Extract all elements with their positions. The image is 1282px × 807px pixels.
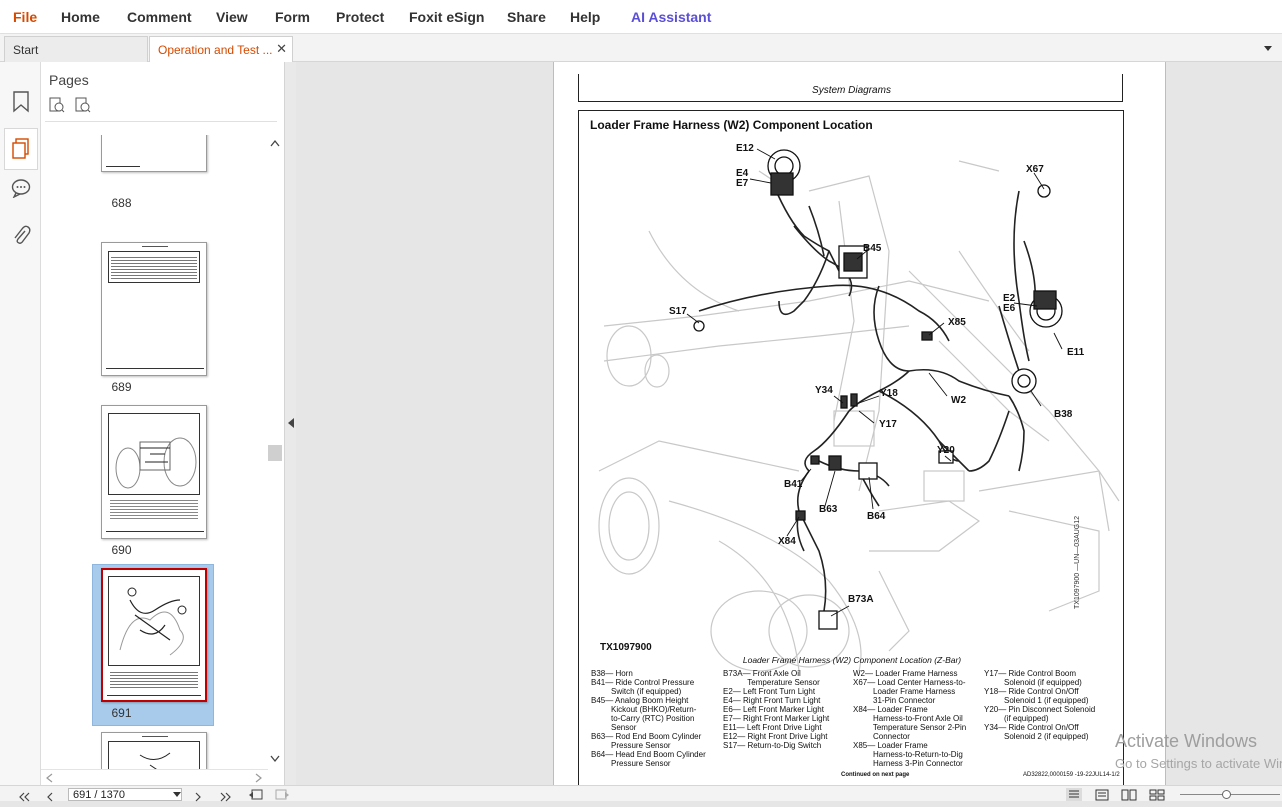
callout-b45: B45 — [863, 243, 882, 254]
figure-caption: Loader Frame Harness (W2) Component Loca… — [742, 655, 962, 665]
pages-panel: Pages 688 689 — [41, 62, 284, 785]
figure-side-code: TX1097900 —UN—03AUG12 — [1074, 516, 1081, 609]
close-tab-icon[interactable]: ✕ — [276, 41, 287, 56]
thumbnail-horizontal-scrollbar[interactable] — [41, 769, 268, 783]
page-number-value: 691 / 1370 — [73, 789, 125, 801]
figure-box: Loader Frame Harness (W2) Component Loca… — [578, 110, 1124, 785]
callout-e11: E11 — [1067, 347, 1085, 358]
callout-y17: Y17 — [879, 419, 897, 430]
attachment-icon[interactable] — [5, 220, 37, 252]
callout-e12: E12 — [736, 143, 754, 154]
page-header: System Diagrams — [812, 85, 891, 96]
callout-w2: W2 — [951, 395, 966, 406]
menu-foxit-esign[interactable]: Foxit eSign — [409, 9, 485, 25]
thumbnail-scrollbar-thumb[interactable] — [268, 445, 282, 461]
first-page-icon[interactable] — [18, 789, 30, 807]
page-number-688: 688 — [111, 196, 132, 210]
facing-view-icon[interactable] — [1121, 788, 1137, 806]
continuous-view-icon[interactable] — [1094, 788, 1110, 806]
comment-icon[interactable] — [5, 172, 37, 204]
navigation-rail — [0, 62, 41, 785]
last-page-icon[interactable] — [220, 789, 232, 807]
callout-b63: B63 — [819, 504, 838, 515]
callout-e2: E2 — [1003, 293, 1016, 304]
page-number-input[interactable]: 691 / 1370 — [68, 788, 182, 801]
tab-document-label: Operation and Test ... — [158, 43, 273, 57]
document-tab-bar: Start Operation and Test ... ✕ — [0, 34, 1282, 62]
previous-page-icon[interactable] — [46, 789, 54, 807]
menu-file[interactable]: File — [13, 9, 38, 25]
harness-diagram: E12 E4 E7 X67 B45 S17 E2 E6 X85 E11 Y34 … — [598, 143, 1120, 671]
callout-e6: E6 — [1003, 303, 1016, 314]
tab-list-dropdown-icon[interactable] — [1263, 40, 1273, 58]
panel-divider — [45, 121, 277, 122]
continuous-facing-view-icon[interactable] — [1149, 788, 1165, 806]
callout-x67: X67 — [1026, 164, 1044, 175]
legend-column-1: B38— Horn B41— Ride Control Pressure Swi… — [591, 669, 706, 768]
pages-panel-icon[interactable] — [4, 128, 38, 170]
legend-column-2: B73A— Front Axle Oil Temperature Sensor … — [723, 669, 830, 750]
watermark-title: Activate Windows — [1115, 731, 1258, 751]
continued-note: Continued on next page — [841, 772, 910, 778]
collapse-panel-icon[interactable] — [287, 417, 295, 429]
callout-x85: X85 — [948, 317, 966, 328]
watermark-subtitle: Go to Settings to activate Windows. — [1115, 756, 1282, 771]
tab-start[interactable]: Start — [4, 36, 148, 62]
menu-help[interactable]: Help — [570, 9, 601, 25]
page-thumbnail-689[interactable] — [101, 242, 207, 376]
page-thumbnail-692[interactable] — [101, 732, 207, 769]
menu-share[interactable]: Share — [507, 9, 546, 25]
page-zoom-out-icon[interactable] — [49, 97, 65, 118]
page-number-691: 691 — [111, 706, 132, 720]
callout-s17: S17 — [669, 306, 687, 317]
page-thumbnail-690[interactable] — [101, 405, 207, 539]
thumbnail-list: 688 689 690 — [41, 135, 267, 769]
menu-comment[interactable]: Comment — [127, 9, 192, 25]
menu-protect[interactable]: Protect — [336, 9, 385, 25]
bookmark-icon[interactable] — [5, 86, 37, 118]
next-page-icon[interactable] — [194, 789, 202, 807]
callout-e7: E7 — [736, 178, 749, 189]
legend-column-3: W2— Loader Frame Harness X67— Load Cente… — [853, 669, 967, 768]
zoom-slider-thumb[interactable] — [1222, 790, 1231, 799]
status-bar: 691 / 1370 — [0, 785, 1282, 802]
header-box: System Diagrams — [578, 74, 1123, 102]
callout-b41: B41 — [784, 479, 803, 490]
footer-code: AD32822,0000159 -19-22JUL14-1/2 — [1023, 772, 1120, 778]
page-number-689: 689 — [111, 380, 132, 394]
tab-document[interactable]: Operation and Test ... ✕ — [149, 36, 293, 62]
menu-bar: File Home Comment View Form Protect Foxi… — [0, 0, 1282, 34]
figure-title: Loader Frame Harness (W2) Component Loca… — [590, 118, 873, 132]
previous-view-icon[interactable] — [248, 788, 264, 806]
figure-id: TX1097900 — [600, 642, 652, 653]
menu-view[interactable]: View — [216, 9, 248, 25]
callout-y18: Y18 — [880, 388, 898, 399]
menu-ai-assistant[interactable]: AI Assistant — [631, 9, 712, 25]
page-zoom-in-icon[interactable] — [75, 97, 91, 118]
page-number-690: 690 — [111, 543, 132, 557]
pdf-page: System Diagrams Loader Frame Harness (W2… — [553, 62, 1166, 785]
callout-b73a: B73A — [848, 594, 874, 605]
tab-start-label: Start — [13, 43, 39, 57]
menu-home[interactable]: Home — [61, 9, 100, 25]
callout-y20: Y20 — [937, 445, 955, 456]
next-view-icon[interactable] — [274, 788, 290, 806]
thumbnail-scrollbar[interactable] — [268, 135, 282, 769]
panel-splitter[interactable] — [284, 62, 296, 785]
legend-column-4: Y17— Ride Control Boom Solenoid (if equi… — [984, 669, 1096, 741]
callout-y34: Y34 — [815, 385, 833, 396]
panel-title: Pages — [49, 72, 89, 88]
single-page-view-icon[interactable] — [1066, 788, 1082, 801]
document-viewport[interactable]: System Diagrams Loader Frame Harness (W2… — [296, 62, 1282, 785]
page-thumbnail-691[interactable] — [101, 568, 207, 702]
menu-form[interactable]: Form — [275, 9, 310, 25]
callout-b64: B64 — [867, 511, 886, 522]
callout-x84: X84 — [778, 536, 796, 547]
page-thumbnail-688[interactable] — [101, 135, 207, 172]
callout-b38: B38 — [1054, 409, 1073, 420]
callout-e4: E4 — [736, 168, 749, 179]
